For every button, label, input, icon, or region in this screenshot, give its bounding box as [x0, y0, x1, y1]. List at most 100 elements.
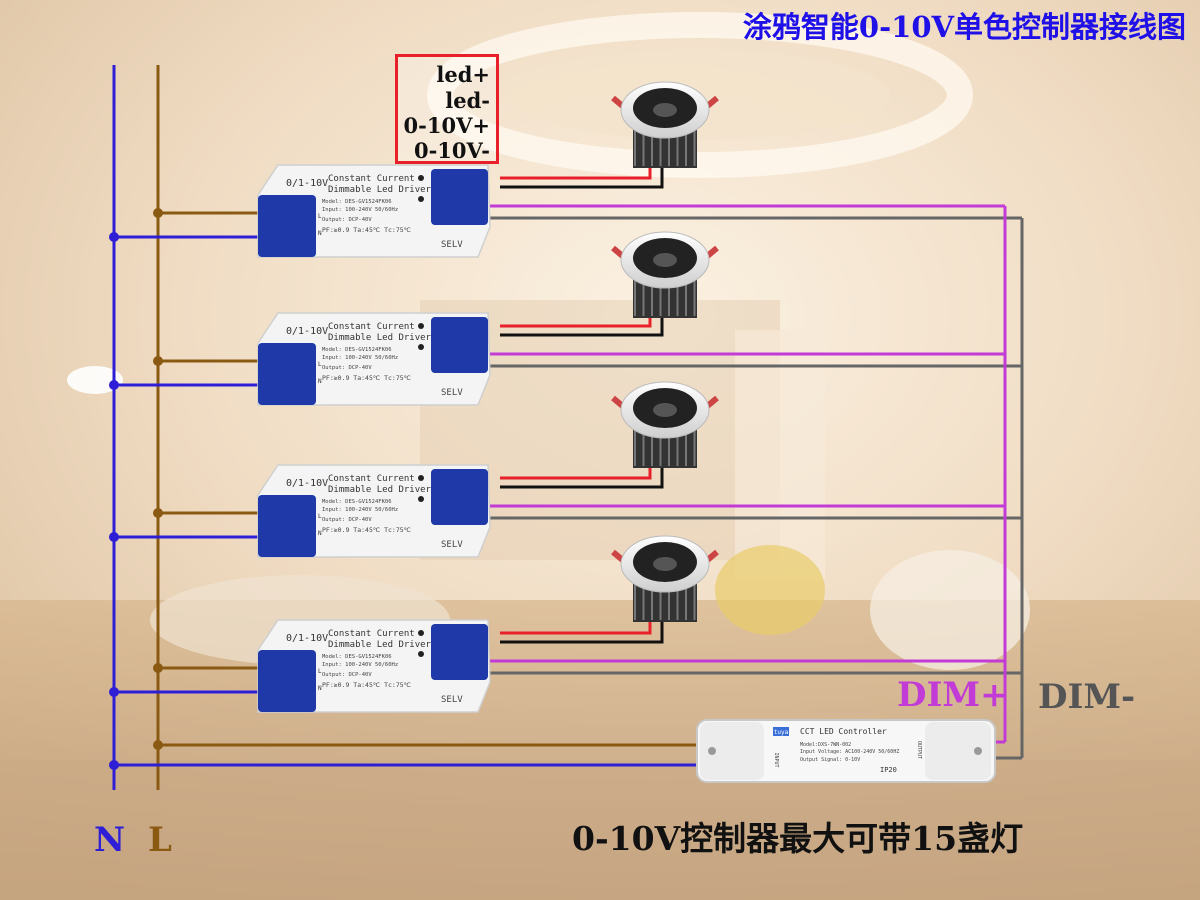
driver-output-cap [431, 624, 488, 680]
live-junction-dot [153, 508, 163, 518]
legend-dim-plus: 0-10V+ [403, 113, 490, 138]
live-junction-dot [153, 208, 163, 218]
driver-brand-text: 0/1-10V [286, 326, 328, 337]
driver-screw [418, 475, 424, 481]
driver-brand-text: 0/1-10V [286, 633, 328, 644]
driver-terminal-n: N [318, 530, 322, 537]
controller-brand: tuya [774, 729, 789, 736]
driver-selv: SELV [441, 695, 463, 705]
controller-mount-hole [708, 747, 716, 755]
driver-selv: SELV [441, 540, 463, 550]
room-window [735, 330, 825, 580]
downlight [611, 381, 719, 468]
driver-screw [418, 651, 424, 657]
ceiling-light-ring [427, 12, 973, 178]
neutral-junction-dot [109, 687, 119, 697]
driver-terminal-l: L [318, 668, 322, 675]
driver-screw [418, 175, 424, 181]
driver-title-line1: Constant Current [328, 474, 415, 484]
controller-device: tuya CCT LED ControllerModel:DXS-7WN-002I… [696, 719, 996, 783]
driver-title-line1: Constant Current [328, 174, 415, 184]
driver-pf: PF:≥0.9 Ta:45℃ Tc:75℃ [322, 681, 412, 689]
driver-output-cap [431, 169, 488, 225]
driver-terminal-n: N [318, 685, 322, 692]
driver-screw [418, 496, 424, 502]
driver-title-line2: Dimmable Led Driver [328, 640, 432, 650]
driver-title-line2: Dimmable Led Driver [328, 185, 432, 195]
room-rug [0, 760, 1200, 900]
driver-terminal-l: L [318, 213, 322, 220]
driver-title-line1: Constant Current [328, 322, 415, 332]
driver-input: Input: 100-240V 50/60Hz [322, 355, 398, 361]
driver-screw [418, 630, 424, 636]
driver-selv: SELV [441, 240, 463, 250]
controller-ip: IP20 [880, 766, 897, 774]
controller-output-cap [925, 722, 991, 780]
driver-input-cap [258, 343, 316, 405]
downlights [611, 81, 719, 622]
neutral-label: N [94, 820, 126, 860]
terminal-legend: led+ led- 0-10V+ 0-10V- [395, 54, 499, 164]
live-junction-dot [153, 663, 163, 673]
driver-input-cap [258, 195, 316, 257]
legend-led-plus: led+ [436, 62, 490, 87]
neutral-junction-dot [109, 532, 119, 542]
lamp-led [653, 253, 677, 267]
downlight [611, 81, 719, 168]
diagram-title: 涂鸦智能0-10V单色控制器接线图 [742, 10, 1186, 44]
driver-input-cap [258, 495, 316, 557]
dim-minus-label: DIM- [1038, 677, 1136, 717]
driver-output: Output: DCP-40V [322, 365, 372, 371]
controller-body [696, 719, 996, 783]
driver-input-cap [258, 650, 316, 712]
driver-brand-text: 0/1-10V [286, 478, 328, 489]
controller-model: Model:DXS-7WN-002 [800, 742, 851, 748]
legend-dim-minus: 0-10V- [413, 138, 490, 163]
driver-title-line1: Constant Current [328, 629, 415, 639]
live-label: L [148, 820, 172, 860]
driver-pf: PF:≥0.9 Ta:45℃ Tc:75℃ [322, 226, 412, 234]
driver-output: Output: DCP-40V [322, 517, 372, 523]
lamp-led [653, 403, 677, 417]
led-minus-wire [500, 163, 664, 189]
lamp-led [653, 557, 677, 571]
neutral-junction-dot [109, 380, 119, 390]
room-lamp-glow [67, 366, 123, 394]
live-junction-dot [153, 356, 163, 366]
driver-model: Model: DES-GV1524FK06 [322, 499, 392, 505]
led-minus-wire [500, 463, 664, 489]
driver-input: Input: 100-240V 50/60Hz [322, 507, 398, 513]
driver-model: Model: DES-GV1524FK06 [322, 199, 392, 205]
lamp-led [653, 103, 677, 117]
dim-plus-label: DIM+ [897, 675, 1009, 715]
driver-selv: SELV [441, 388, 463, 398]
controller-brand-badge [773, 727, 789, 736]
live-junction-dot [153, 740, 163, 750]
led-controller: tuya CCT LED ControllerModel:DXS-7WN-002I… [696, 719, 996, 783]
room-chair-yellow [715, 545, 825, 635]
driver-output: Output: DCP-40V [322, 672, 372, 678]
driver-model: Model: DES-GV1524FK06 [322, 654, 392, 660]
driver-input: Input: 100-240V 50/60Hz [322, 207, 398, 213]
controller-output-label: OUTPUT [916, 741, 922, 759]
led-minus-wire [500, 311, 664, 337]
driver-terminal-n: N [318, 230, 322, 237]
controller-input-cap [700, 722, 764, 780]
driver-screw [418, 196, 424, 202]
controller-name: CCT LED Controller [800, 727, 887, 736]
driver-pf: PF:≥0.9 Ta:45℃ Tc:75℃ [322, 374, 412, 382]
controller-input-label: INPUT [773, 752, 779, 767]
driver-terminal-n: N [318, 378, 322, 385]
footer-note: 0-10V控制器最大可带15盏灯 [572, 819, 1024, 858]
driver-screw [418, 323, 424, 329]
neutral-junction-dot [109, 232, 119, 242]
driver-brand-text: 0/1-10V [286, 178, 328, 189]
room-chair-white [870, 550, 1030, 670]
driver-output-cap [431, 469, 488, 525]
driver-model: Model: DES-GV1524FK06 [322, 347, 392, 353]
led-minus-wire [500, 618, 664, 644]
driver-output: Output: DCP-40V [322, 217, 372, 223]
